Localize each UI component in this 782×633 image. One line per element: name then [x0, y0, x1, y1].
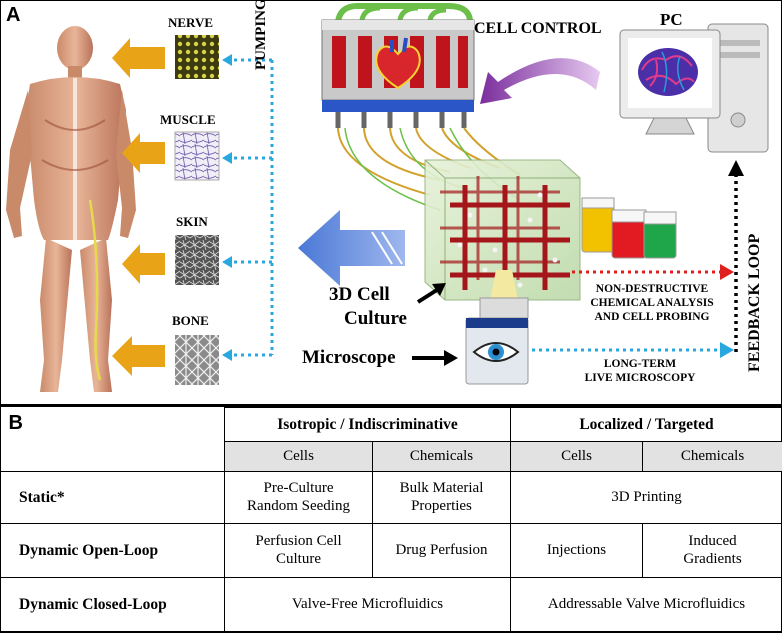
pump-manifold — [322, 6, 474, 128]
subheader-cells-isotropic: Cells — [225, 442, 373, 472]
microscopy-label-line2: LIVE MICROSCOPY — [560, 371, 720, 385]
subheader-chemicals-localized: Chemicals — [643, 442, 782, 472]
cell-closed-loop-isotropic: Valve-Free Microfluidics — [225, 578, 511, 633]
row-label-open-loop: Dynamic Open-Loop — [1, 524, 225, 578]
human-body-figure — [6, 26, 136, 392]
skin-tissue-image — [175, 235, 219, 285]
nerve-tissue-image — [175, 35, 219, 79]
cell-open-loop-cells: Perfusion Cell Culture — [225, 524, 373, 578]
panel-b-table: B Isotropic / Indiscriminative Localized… — [0, 407, 782, 633]
muscle-tissue-image — [175, 132, 219, 180]
cell-open-loop-targeted-cells: Injections — [511, 524, 643, 578]
panel-a: A NERVE MUSCLE SKIN BONE PUMPING CELL CO… — [0, 0, 782, 404]
cell-static-chemicals: Bulk Material Properties — [373, 472, 511, 524]
cell-control-arrow — [480, 58, 600, 104]
panel-b-letter: B — [9, 412, 23, 434]
row-label-static: Static* — [1, 472, 225, 524]
subheader-cells-localized: Cells — [511, 442, 643, 472]
cell-control-label: CELL CONTROL — [474, 20, 602, 38]
microscopy-label: LONG-TERM LIVE MICROSCOPY — [560, 357, 720, 385]
isotropic-header: Isotropic / Indiscriminative — [225, 408, 511, 442]
microscopy-label-line1: LONG-TERM — [560, 357, 720, 371]
localized-header: Localized / Targeted — [511, 408, 782, 442]
pumping-label: PUMPING — [253, 0, 270, 70]
panel-b-corner: B — [1, 408, 225, 472]
dotted-distribution-lines — [230, 60, 272, 355]
cell-open-loop-targeted-chemicals: Induced Gradients — [643, 524, 782, 578]
muscle-label: MUSCLE — [160, 112, 216, 128]
pc-icon — [620, 24, 768, 152]
feedback-loop-label: FEEDBACK LOOP — [746, 234, 764, 372]
culture-label-line1: 3D Cell — [329, 284, 390, 306]
cell-static-cells: Pre-Culture Random Seeding — [225, 472, 373, 524]
pc-label: PC — [660, 10, 683, 30]
cell-closed-loop-targeted: Addressable Valve Microfluidics — [511, 578, 782, 633]
nerve-label: NERVE — [168, 15, 213, 31]
cell-open-loop-chemicals: Drug Perfusion — [373, 524, 511, 578]
skin-arrow — [122, 244, 165, 284]
chemical-label-line3: AND CELL PROBING — [572, 310, 732, 324]
beakers-icon — [582, 198, 676, 258]
nerve-arrow — [112, 38, 165, 78]
row-label-closed-loop: Dynamic Closed-Loop — [1, 578, 225, 633]
brain-icon — [638, 48, 698, 96]
chemical-label-line1: NON-DESTRUCTIVE — [572, 282, 732, 296]
culture-label-line2: Culture — [344, 308, 407, 330]
microscope-label: Microscope — [302, 347, 396, 369]
bone-arrow — [112, 336, 165, 376]
bone-label: BONE — [172, 313, 209, 329]
panel-a-letter: A — [6, 4, 20, 27]
output-arrow — [298, 210, 405, 286]
cell-static-targeted: 3D Printing — [511, 472, 782, 524]
subheader-chemicals-isotropic: Chemicals — [373, 442, 511, 472]
bone-tissue-image — [175, 335, 219, 385]
skin-label: SKIN — [176, 214, 208, 230]
chemical-analysis-label: NON-DESTRUCTIVE CHEMICAL ANALYSIS AND CE… — [572, 282, 732, 324]
panel-a-illustration — [0, 0, 782, 404]
chemical-label-line2: CHEMICAL ANALYSIS — [572, 296, 732, 310]
